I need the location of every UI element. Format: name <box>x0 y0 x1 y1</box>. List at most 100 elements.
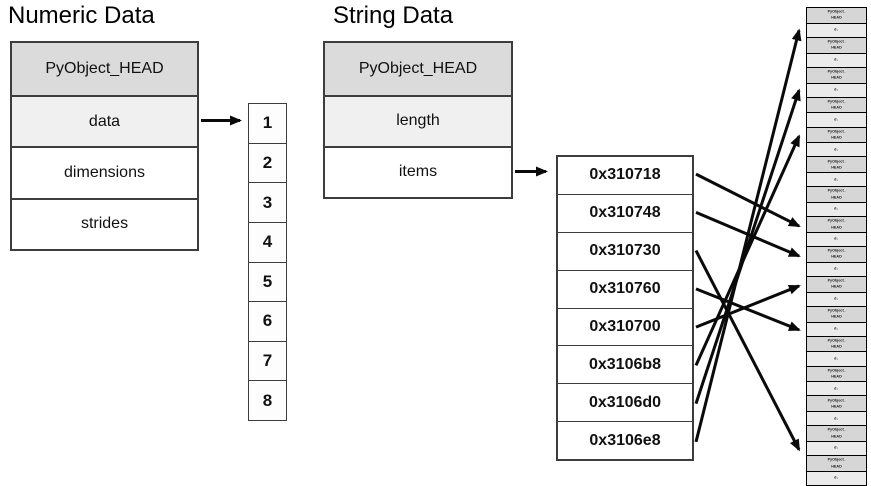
numeric-data-title: Numeric Data <box>8 2 155 29</box>
object-slot-value-label: d₁ <box>834 357 839 361</box>
object-slot-head: PyObject_ HEAD <box>807 96 866 113</box>
object-slot-head-label: PyObject_ <box>827 279 846 283</box>
object-slot-head: PyObject_HEAD <box>807 455 866 471</box>
arrow-pointer-to-object <box>694 134 801 366</box>
object-slot-value-label: d₁ <box>834 28 839 33</box>
arrow-pointer-to-object <box>695 210 801 258</box>
arrow-pointer-to-object <box>695 172 801 228</box>
string-table-row: length <box>325 94 511 146</box>
arrow-pointer-to-object <box>694 249 801 452</box>
string-table-row: items <box>325 145 511 197</box>
object-slot-head-label: PyObject_ <box>827 159 846 164</box>
object-slot-head-label: PyObject_ <box>827 219 846 224</box>
object-slot-head-label: HEAD <box>831 225 842 230</box>
numeric-table-row: data <box>12 95 197 147</box>
object-slot-head-label: HEAD <box>831 255 842 260</box>
object-slot-head-label: PyObject_ <box>827 189 846 194</box>
object-slot-value: d₁ <box>807 381 866 396</box>
object-slot-head-label: HEAD <box>831 285 842 290</box>
arrow-pointer-to-object <box>695 284 801 329</box>
object-slot-head-label: PyObject_ <box>827 428 846 433</box>
object-slot-head-label: HEAD <box>831 434 842 439</box>
pointer-cell: 0x310700 <box>558 307 692 346</box>
pointer-cell: 0x310730 <box>558 231 692 270</box>
object-slot-head-label: PyObject_ <box>827 70 846 74</box>
pointer-cell: 0x310748 <box>558 193 692 232</box>
object-slot-head-label: HEAD <box>831 195 842 200</box>
object-slot-value-label: d₁ <box>834 58 839 63</box>
buffer-cell: 4 <box>249 221 286 262</box>
buffer-cell: 3 <box>249 182 286 222</box>
object-slot-head-label: PyObject_ <box>827 249 846 254</box>
object-slot-head: PyObject_HEAD <box>807 216 866 232</box>
object-slot-value-label: d₁ <box>834 327 839 331</box>
object-slot-head-label: HEAD <box>831 165 842 170</box>
object-slot-value: d₁ <box>807 172 866 187</box>
buffer-cell: 2 <box>249 142 286 183</box>
object-slot-head: PyObject_HEAD <box>807 365 866 382</box>
object-slot-head: PyObject_HEAD <box>807 335 866 352</box>
object-slot-value-label: d₁ <box>834 88 839 92</box>
object-slot-head: PyObject_HEAD <box>807 186 866 203</box>
object-slot-head-label: HEAD <box>831 136 842 140</box>
object-slot-head: PyObject_HEAD <box>807 156 866 173</box>
object-slot-value: d₁ <box>807 112 866 127</box>
string-table-row: PyObject_HEAD <box>325 43 511 95</box>
object-slot-value-label: d₁ <box>834 476 839 481</box>
pointer-cell: 0x310718 <box>589 166 661 184</box>
object-slot-value-label: d₁ <box>834 416 839 421</box>
object-slot-head-label: HEAD <box>831 46 842 51</box>
object-slot-head-label: PyObject_ <box>827 309 846 313</box>
object-slot-head-label: PyObject_ <box>827 40 846 44</box>
object-slot-value-label: d₁ <box>834 446 839 451</box>
numeric-table-row: dimensions <box>12 146 197 198</box>
object-slot-value: d₁ <box>807 351 866 366</box>
numeric-table-row: strides <box>12 197 197 250</box>
object-slot-value: d₁ <box>807 411 866 426</box>
object-slot-head-label: HEAD <box>831 16 842 21</box>
object-slot-value: d₁ <box>807 142 866 157</box>
object-slot-value-label: d₁ <box>834 267 839 272</box>
object-slot-head-label: PyObject_ <box>827 99 846 104</box>
pointer-cell: 0x3106d0 <box>558 383 692 421</box>
arrow-pointer-to-object <box>695 287 801 332</box>
object-slot-value: d₁ <box>807 231 866 246</box>
object-slot-head-label: HEAD <box>831 106 842 110</box>
pointer-cell: 0x3106b8 <box>558 345 692 383</box>
object-slot-value-label: d₁ <box>834 237 839 242</box>
object-slot-head-label: HEAD <box>831 315 842 320</box>
pointer-cell: 0x3106e8 <box>558 421 692 459</box>
object-slot-head: PyObject_HEAD <box>807 8 866 23</box>
object-slot-head-label: PyObject_ <box>827 458 846 463</box>
object-slot-head-label: PyObject_ <box>827 10 846 15</box>
numeric-table-row: PyObject_HEAD <box>12 43 197 96</box>
object-slot-head: PyObject_ HEAD <box>807 66 866 83</box>
object-slot-head-label: HEAD <box>831 375 842 379</box>
object-slot-value-label: d₁ <box>834 386 839 391</box>
object-slot-value: d₁ <box>807 202 866 217</box>
object-slot-value: d₁ <box>807 441 866 456</box>
object-slot-value: d₁ <box>807 22 866 37</box>
buffer-cell: 1 <box>262 113 273 133</box>
object-slot-head: PyObject_HEAD <box>807 425 866 442</box>
object-slot-head-label: HEAD <box>831 76 842 81</box>
buffer-cell: 5 <box>249 261 286 302</box>
pointer-cell: 0x310760 <box>558 269 692 308</box>
object-slot-value-label: d₁ <box>834 147 839 152</box>
object-slot-value-label: d₁ <box>834 177 839 182</box>
object-slot-value-label: d₁ <box>834 118 839 122</box>
object-slot-head: PyObject_ HEAD <box>807 275 866 292</box>
object-slot-value: d₁ <box>807 291 866 306</box>
string-data-title: String Data <box>333 2 454 29</box>
object-slot-value-label: d₁ <box>834 207 839 212</box>
buffer-cell: 6 <box>249 301 286 341</box>
object-slot-head: PyObject_HEAD <box>807 246 866 262</box>
object-slot-head-label: HEAD <box>831 404 842 409</box>
arrow-pointer-to-object <box>694 28 802 443</box>
object-slot-value-label: d₁ <box>834 297 839 302</box>
